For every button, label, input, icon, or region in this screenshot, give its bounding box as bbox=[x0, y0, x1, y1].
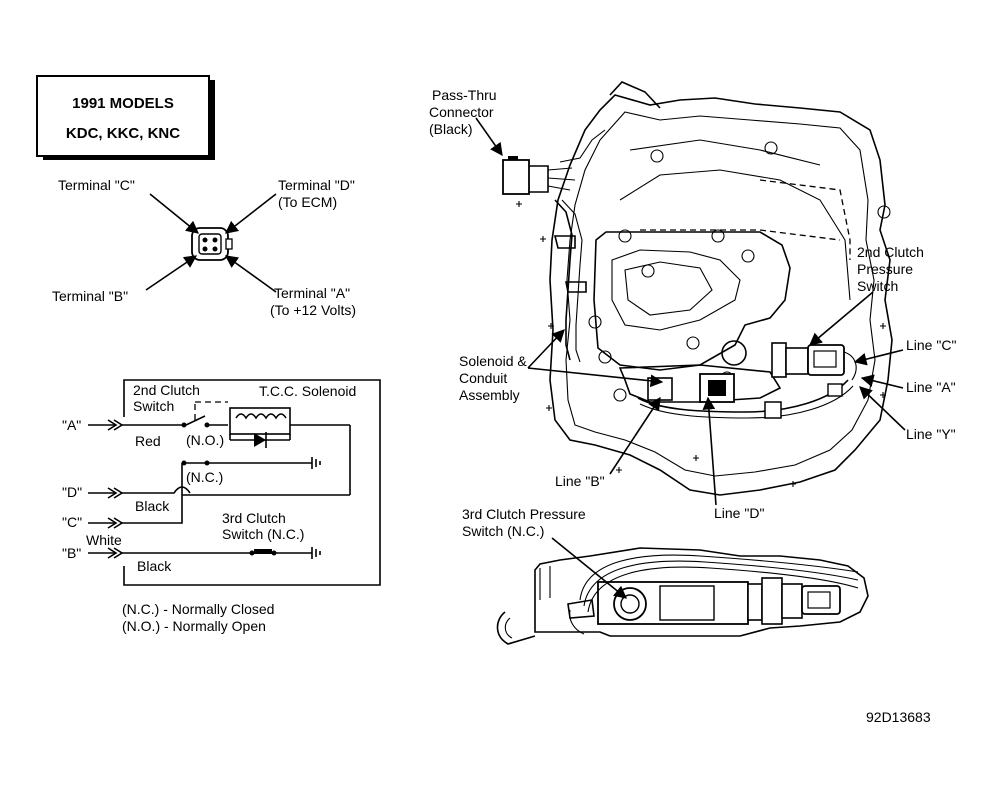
schematic bbox=[88, 379, 381, 586]
terminal-d-sub: (To ECM) bbox=[278, 194, 337, 210]
pass-thru-label-l2: Connector bbox=[429, 104, 494, 120]
solenoid-label-l1: Solenoid & bbox=[459, 353, 527, 369]
wire-white-label: White bbox=[86, 532, 122, 548]
third-clutch-switch-l1: 3rd Clutch bbox=[222, 510, 286, 526]
line-c-label: Line "C" bbox=[906, 337, 956, 353]
second-pressure-label-l3: Switch bbox=[857, 278, 898, 294]
legend-nc: (N.C.) - Normally Closed bbox=[122, 601, 274, 617]
second-clutch-switch-l2: Switch bbox=[133, 398, 174, 414]
second-pressure-label-l1: 2nd Clutch bbox=[857, 244, 924, 260]
third-pressure-label-l1: 3rd Clutch Pressure bbox=[462, 506, 586, 522]
third-clutch-detail bbox=[496, 547, 869, 645]
solenoid-label-l3: Assembly bbox=[459, 387, 520, 403]
no-tag: (N.O.) bbox=[186, 432, 224, 448]
line-b-label: Line "B" bbox=[555, 473, 605, 489]
input-b-label: "B" bbox=[62, 545, 81, 561]
terminal-d-label: Terminal "D" bbox=[278, 177, 355, 193]
connector-face bbox=[191, 227, 233, 261]
terminal-a-sub: (To +12 Volts) bbox=[270, 302, 356, 318]
line-d-label: Line "D" bbox=[714, 505, 764, 521]
valve-body-illustration bbox=[502, 81, 893, 496]
tcc-solenoid-label: T.C.C. Solenoid bbox=[259, 383, 356, 399]
figure-id: 92D13683 bbox=[866, 709, 931, 725]
wire-red-label: Red bbox=[135, 433, 161, 449]
solenoid-label-l2: Conduit bbox=[459, 370, 507, 386]
models-title: 1991 MODELS bbox=[72, 95, 174, 112]
pass-thru-label-l1: Pass-Thru bbox=[432, 87, 497, 103]
line-a-label: Line "A" bbox=[906, 379, 956, 395]
second-pressure-label-l2: Pressure bbox=[857, 261, 913, 277]
pass-thru-label-l3: (Black) bbox=[429, 121, 473, 137]
legend-no: (N.O.) - Normally Open bbox=[122, 618, 266, 634]
input-d-label: "D" bbox=[62, 484, 82, 500]
third-clutch-switch-l2: Switch (N.C.) bbox=[222, 526, 304, 542]
wire-black-2-label: Black bbox=[137, 558, 172, 574]
models-box: 1991 MODELS KDC, KKC, KNC bbox=[36, 75, 215, 160]
third-pressure-label-l2: Switch (N.C.) bbox=[462, 523, 544, 539]
wire-black-1-label: Black bbox=[135, 498, 170, 514]
line-y-label: Line "Y" bbox=[906, 426, 956, 442]
input-a-label: "A" bbox=[62, 417, 81, 433]
terminal-a-label: Terminal "A" bbox=[274, 285, 350, 301]
models-codes: KDC, KKC, KNC bbox=[66, 125, 180, 142]
terminal-c-label: Terminal "C" bbox=[58, 177, 135, 193]
second-clutch-switch-l1: 2nd Clutch bbox=[133, 382, 200, 398]
nc-tag: (N.C.) bbox=[186, 469, 223, 485]
input-c-label: "C" bbox=[62, 514, 82, 530]
terminal-b-label: Terminal "B" bbox=[52, 288, 128, 304]
